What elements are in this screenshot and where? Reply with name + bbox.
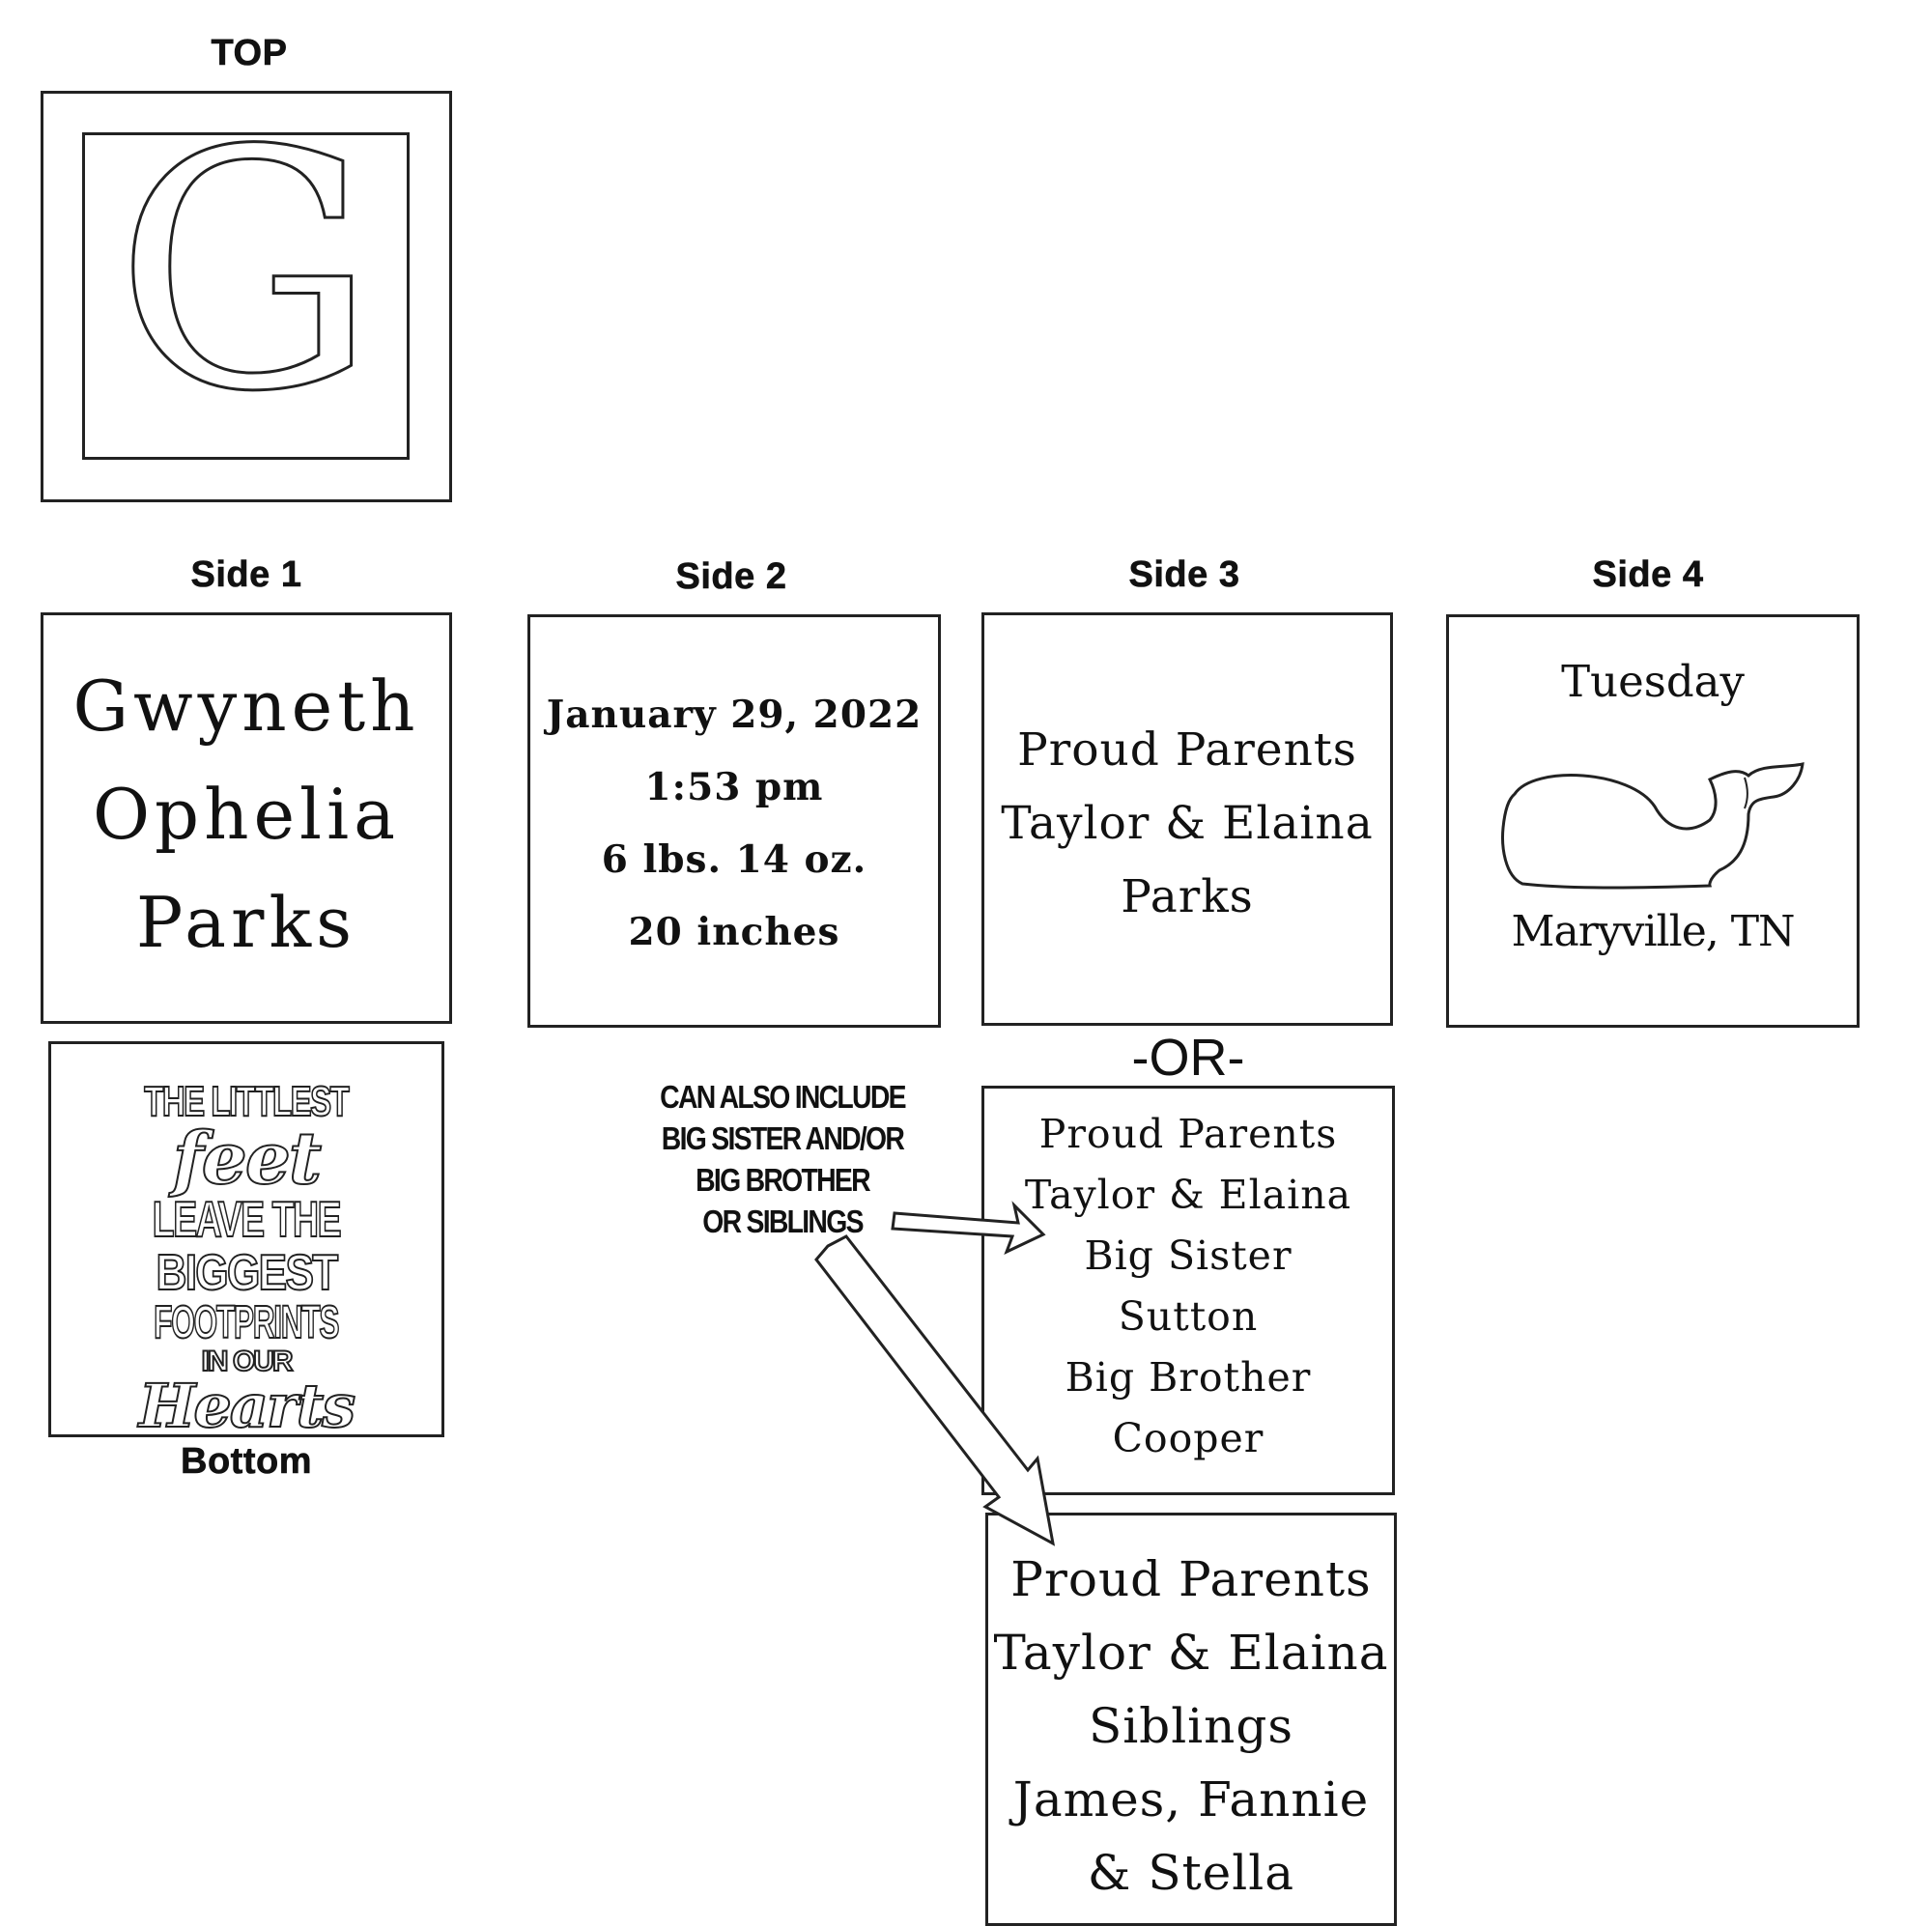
bottom-label: Bottom xyxy=(181,1441,312,1483)
option-b-line-5: & Stella xyxy=(1087,1845,1295,1901)
side1-line-2: Ophelia xyxy=(92,774,401,855)
side2-line-4: 20 inches xyxy=(628,910,840,954)
side1-text: Gwyneth Ophelia Parks xyxy=(43,652,449,977)
side1-line-3: Parks xyxy=(135,882,357,963)
side3-line-3: Parks xyxy=(1121,870,1254,923)
option-a-line-4: Sutton xyxy=(1118,1293,1259,1340)
note-line-3: BIG BROTHER xyxy=(696,1162,870,1198)
option-siblings-text: Proud Parents Taylor & Elaina Siblings J… xyxy=(988,1543,1394,1910)
bottom-art-line-6: IN OUR xyxy=(201,1345,295,1377)
top-panel: G xyxy=(41,91,452,502)
whale-icon xyxy=(1501,762,1804,890)
option-a-line-6: Cooper xyxy=(1112,1415,1264,1461)
option-b-line-2: Taylor & Elaina xyxy=(993,1625,1389,1681)
side3-line-2: Taylor & Elaina xyxy=(1001,797,1374,850)
side2-line-3: 6 lbs. 14 oz. xyxy=(601,837,867,882)
bottom-art-line-3: LEAVE THE xyxy=(152,1192,342,1248)
side2-panel: January 29, 2022 1:53 pm 6 lbs. 14 oz. 2… xyxy=(527,614,941,1028)
side2-line-2: 1:53 pm xyxy=(644,765,824,809)
option-a-line-3: Big Sister xyxy=(1084,1232,1293,1279)
top-inner-frame: G xyxy=(82,107,410,460)
top-monogram: G xyxy=(113,81,379,464)
or-separator: -OR- xyxy=(1131,1029,1245,1087)
bottom-art-line-4: BIGGEST xyxy=(156,1245,339,1301)
option-b-line-1: Proud Parents xyxy=(1010,1551,1372,1607)
option-a-line-2: Taylor & Elaina xyxy=(1024,1172,1352,1218)
side2-line-1: January 29, 2022 xyxy=(546,693,923,737)
option-big-siblings-panel: Proud Parents Taylor & Elaina Big Sister… xyxy=(981,1086,1395,1495)
option-big-siblings-text: Proud Parents Taylor & Elaina Big Sister… xyxy=(984,1104,1392,1469)
note-line-1: CAN ALSO INCLUDE xyxy=(660,1079,906,1115)
top-label: TOP xyxy=(211,33,288,74)
bottom-art-line-1: THE LITTLEST xyxy=(144,1078,351,1126)
side3-line-1: Proud Parents xyxy=(1017,723,1357,777)
option-b-line-3: Siblings xyxy=(1088,1698,1294,1754)
side1-panel: Gwyneth Ophelia Parks xyxy=(41,612,452,1024)
side3-text: Proud Parents Taylor & Elaina Parks xyxy=(984,714,1390,934)
option-b-line-4: James, Fannie xyxy=(1012,1771,1370,1827)
side2-label: Side 2 xyxy=(675,556,787,598)
side2-text: January 29, 2022 1:53 pm 6 lbs. 14 oz. 2… xyxy=(530,679,938,969)
side3-label: Side 3 xyxy=(1128,554,1240,596)
bottom-art: THE LITTLEST feet LEAVE THE BIGGEST FOOT… xyxy=(51,1078,441,1441)
side3-panel: Proud Parents Taylor & Elaina Parks xyxy=(981,612,1393,1026)
bottom-art-line-7: Hearts xyxy=(138,1371,356,1441)
option-a-line-1: Proud Parents xyxy=(1038,1111,1338,1157)
side4-bottom-text: Maryville, TN xyxy=(1511,907,1795,956)
side1-label: Side 1 xyxy=(190,554,302,596)
bottom-art-line-5: FOOTPRINTS xyxy=(154,1297,341,1348)
sibling-note: CAN ALSO INCLUDE BIG SISTER AND/OR BIG B… xyxy=(633,1076,932,1242)
note-line-4: OR SIBLINGS xyxy=(702,1204,864,1239)
bottom-panel: THE LITTLEST feet LEAVE THE BIGGEST FOOT… xyxy=(48,1041,444,1437)
option-siblings-panel: Proud Parents Taylor & Elaina Siblings J… xyxy=(985,1513,1397,1926)
side4-panel: Tuesday Maryville, TN xyxy=(1446,614,1860,1028)
bottom-art-line-2: feet xyxy=(172,1118,323,1201)
side4-label: Side 4 xyxy=(1592,554,1704,596)
side4-top-text: Tuesday xyxy=(1561,656,1745,707)
side1-line-1: Gwyneth xyxy=(72,666,420,747)
option-a-line-5: Big Brother xyxy=(1065,1354,1312,1401)
note-line-2: BIG SISTER AND/OR xyxy=(661,1120,905,1156)
